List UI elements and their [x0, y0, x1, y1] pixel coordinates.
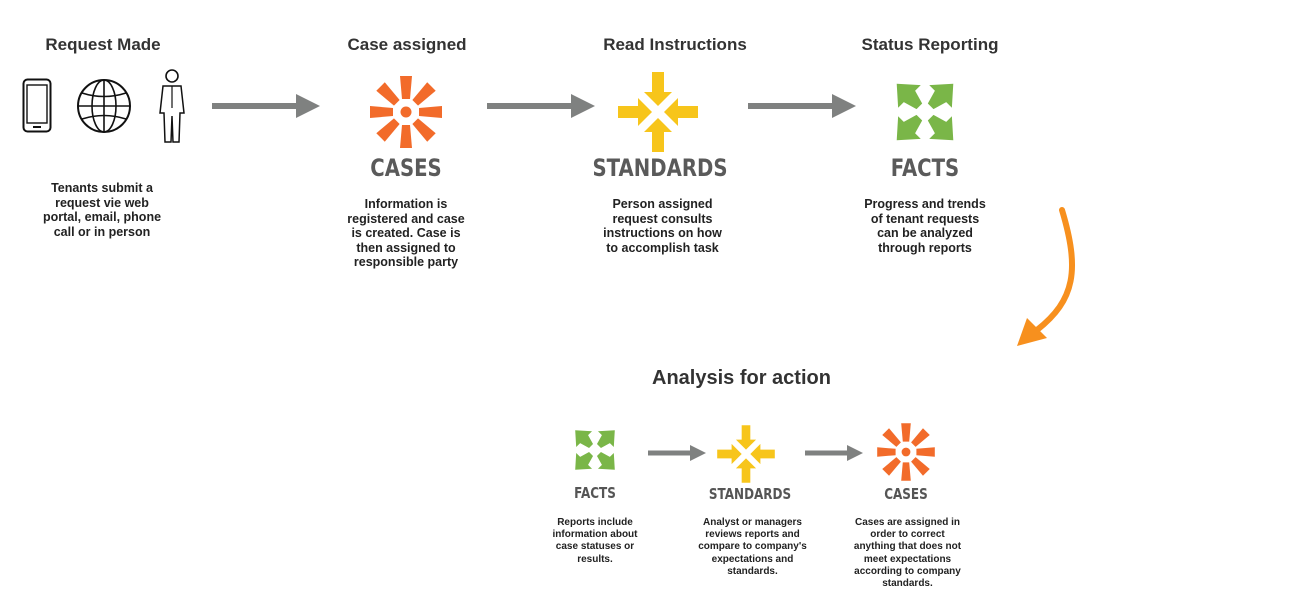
standards-logo-text: STANDARDS	[592, 154, 728, 182]
phone-icon	[22, 78, 52, 133]
standards-arrows-icon	[716, 424, 776, 484]
facts-logo-text: FACTS	[890, 154, 960, 182]
flow-arrow	[748, 94, 856, 118]
analysis-facts-desc: Reports include information about case s…	[552, 517, 638, 565]
step-title-read-instructions: Read Instructions	[603, 35, 747, 54]
person-icon	[159, 69, 185, 143]
step-title-case-assigned: Case assigned	[347, 35, 467, 54]
flow-arrow	[648, 445, 706, 461]
facts-arrows-icon	[880, 67, 970, 157]
analysis-cases-desc: Cases are assigned in order to correct a…	[853, 517, 962, 590]
step-title-status-reporting: Status Reporting	[861, 35, 999, 54]
analysis-cases-logo-text: CASES	[884, 485, 928, 503]
step-desc-status-reporting: Progress and trends of tenant requests c…	[864, 197, 986, 255]
step-desc-read-instructions: Person assigned request consults instruc…	[603, 197, 722, 255]
flow-arrow	[487, 94, 595, 118]
analysis-standards-desc: Analyst or managers reviews reports and …	[698, 517, 807, 577]
flow-arrow	[212, 94, 320, 118]
step-title-request-made: Request Made	[45, 35, 161, 54]
globe-icon	[77, 79, 131, 133]
analysis-standards-logo-text: STANDARDS	[708, 485, 792, 503]
analysis-title: Analysis for action	[652, 367, 831, 389]
step-desc-case-assigned: Information is registered and case is cr…	[347, 197, 465, 270]
cases-asterisk-icon	[877, 423, 935, 481]
facts-arrows-icon	[565, 420, 625, 480]
step-desc-request-made: Tenants submit a request vie web portal,…	[42, 181, 162, 239]
cases-asterisk-icon	[370, 76, 442, 148]
standards-arrows-icon	[613, 67, 703, 157]
analysis-facts-logo-text: FACTS	[574, 484, 616, 502]
flow-arrow	[805, 445, 863, 461]
curved-flow-arrow	[1017, 207, 1075, 346]
cases-logo-text: CASES	[370, 154, 442, 182]
